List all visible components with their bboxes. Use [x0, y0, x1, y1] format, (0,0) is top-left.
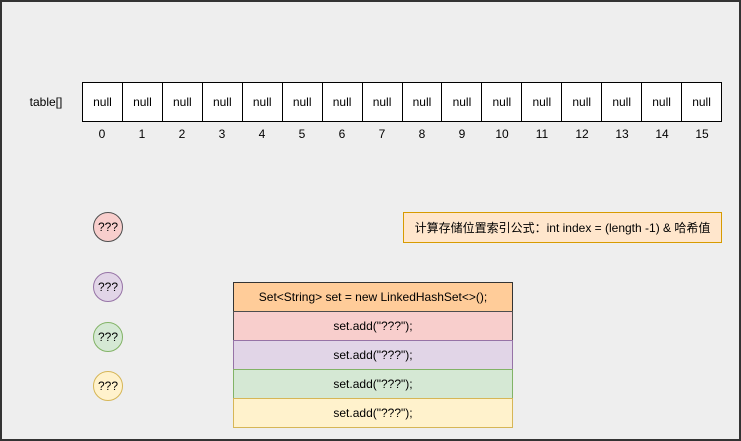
- hash-table-index-label: 10: [495, 127, 509, 141]
- hash-table-index-label: 11: [535, 127, 549, 141]
- hash-table-index-label: 9: [458, 127, 466, 141]
- set-element-circle: ???: [93, 371, 123, 401]
- hash-table-index-label: 13: [615, 127, 629, 141]
- hash-table-index-label: 12: [575, 127, 589, 141]
- set-element-circle: ???: [93, 272, 123, 302]
- hash-table-array-label: table[]: [29, 95, 63, 109]
- hash-table-cell: null: [682, 82, 722, 122]
- set-element-circle: ???: [93, 212, 123, 242]
- hash-table-index-label: 5: [298, 127, 306, 141]
- code-row-add: set.add("???");: [233, 369, 513, 399]
- hash-table-cell: null: [162, 82, 203, 122]
- hash-table-cell: null: [602, 82, 643, 122]
- hash-table-index-label: 14: [655, 127, 669, 141]
- hash-table-cell: null: [402, 82, 443, 122]
- hash-table-index-label: 0: [98, 127, 106, 141]
- hash-table-index-label: 3: [218, 127, 226, 141]
- code-row-declaration: Set<String> set = new LinkedHashSet<>();: [233, 282, 513, 312]
- code-row-add: set.add("???");: [233, 340, 513, 370]
- code-row-add: set.add("???");: [233, 311, 513, 341]
- hash-table-cell: null: [642, 82, 683, 122]
- hash-table-index-label: 15: [695, 127, 709, 141]
- hash-table-cell: null: [562, 82, 603, 122]
- hash-table-cell: null: [442, 82, 483, 122]
- hash-table-cell: null: [282, 82, 323, 122]
- hash-table-index-label: 2: [178, 127, 186, 141]
- hash-table-index-label: 6: [338, 127, 346, 141]
- code-row-add: set.add("???");: [233, 398, 513, 428]
- hash-table-index-label: 1: [138, 127, 146, 141]
- hash-table-cell: null: [242, 82, 283, 122]
- hash-table-cell: null: [82, 82, 123, 122]
- hash-table-cell: null: [522, 82, 563, 122]
- hash-table-index-label: 7: [378, 127, 386, 141]
- code-table: Set<String> set = new LinkedHashSet<>();…: [233, 282, 513, 428]
- set-element-circle: ???: [93, 322, 123, 352]
- hash-table-cell: null: [482, 82, 523, 122]
- hash-table-index-label: 8: [418, 127, 426, 141]
- hash-table-index-label: 4: [258, 127, 266, 141]
- hash-table-cell: null: [362, 82, 403, 122]
- hash-table-cell: null: [202, 82, 243, 122]
- hash-table-cell: null: [322, 82, 363, 122]
- index-formula-box: 计算存储位置索引公式：int index = (length -1) & 哈希值: [403, 212, 722, 243]
- hash-table-cell: null: [122, 82, 163, 122]
